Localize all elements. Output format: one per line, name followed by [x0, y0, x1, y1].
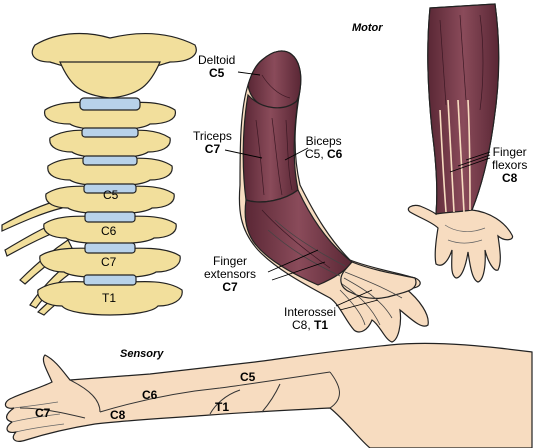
- interossei-root-a: C8,: [292, 318, 315, 332]
- finger-lines: [11, 401, 65, 433]
- raised-striations: [439, 14, 484, 111]
- deltoid-root: C5: [209, 66, 225, 80]
- biceps-root-b: C6: [327, 147, 343, 161]
- dermatome-c5: C5: [240, 370, 256, 384]
- dermatome-t1: T1: [215, 400, 230, 414]
- disc-1: [79, 97, 141, 111]
- interossei-root-b: T1: [314, 318, 329, 332]
- spine-label-t1: T1: [102, 291, 117, 305]
- finger-extensors-name-2: extensors: [204, 267, 257, 281]
- interossei-label: Interossei C8, T1: [284, 306, 336, 332]
- dermatome-c7: C7: [35, 406, 51, 420]
- dermatome-c8: C8: [110, 408, 126, 422]
- palm-lines: [444, 224, 486, 244]
- disc-2: [81, 127, 139, 138]
- finger-flexors-label: Finger flexors C8: [492, 146, 527, 185]
- upper-arm-muscle: [242, 93, 299, 203]
- finger-flexors-name-2: flexors: [492, 158, 528, 172]
- finger-extensors-root: C7: [222, 280, 238, 294]
- raised-forearm-muscle: [427, 3, 500, 215]
- finger-flexors-name-1: Finger: [492, 145, 527, 159]
- disc-6: [84, 242, 136, 254]
- raised-arm: [407, 3, 514, 283]
- hand-tendons: [340, 261, 417, 299]
- spine-label-c5: C5: [103, 188, 119, 202]
- triceps-label: Triceps C7: [193, 130, 232, 156]
- sensory-heading: Sensory: [120, 348, 164, 360]
- finger-flexors-root: C8: [502, 171, 518, 185]
- triceps-root: C7: [204, 142, 221, 156]
- biceps-label: Biceps C5, C6: [305, 135, 342, 161]
- motor-arm: [238, 50, 429, 343]
- finger-extensors-name-1: Finger: [213, 254, 248, 268]
- spine-label-c7: C7: [101, 255, 117, 269]
- disc-7: [83, 274, 137, 286]
- forearm-muscle: [244, 189, 353, 286]
- triceps-name: Triceps: [193, 129, 232, 143]
- deltoid-label: Deltoid C5: [198, 54, 235, 80]
- leader-lines: [224, 71, 491, 311]
- spine-label-c6: C6: [101, 224, 117, 238]
- tendon-lines: [267, 219, 403, 326]
- disc-4: [83, 183, 137, 194]
- deltoid-name: Deltoid: [198, 53, 236, 67]
- sensory-arm: [4, 342, 533, 448]
- motor-heading: Motor: [352, 22, 383, 34]
- interossei-name: Interossei: [284, 305, 337, 319]
- dermatome-c6: C6: [142, 388, 158, 402]
- cervical-spine: [1, 32, 197, 316]
- biceps-name: Biceps: [305, 134, 342, 148]
- dermatome-boundaries: [19, 371, 340, 419]
- sensory-arm-skin: [4, 342, 533, 448]
- finger-extensors-label: Finger extensors C7: [204, 255, 256, 294]
- biceps-root-a: C5,: [305, 147, 328, 161]
- flexor-tendons: [439, 99, 471, 213]
- vertebra-atlas: [31, 32, 197, 99]
- disc-3: [82, 155, 138, 166]
- disc-5: [84, 211, 136, 223]
